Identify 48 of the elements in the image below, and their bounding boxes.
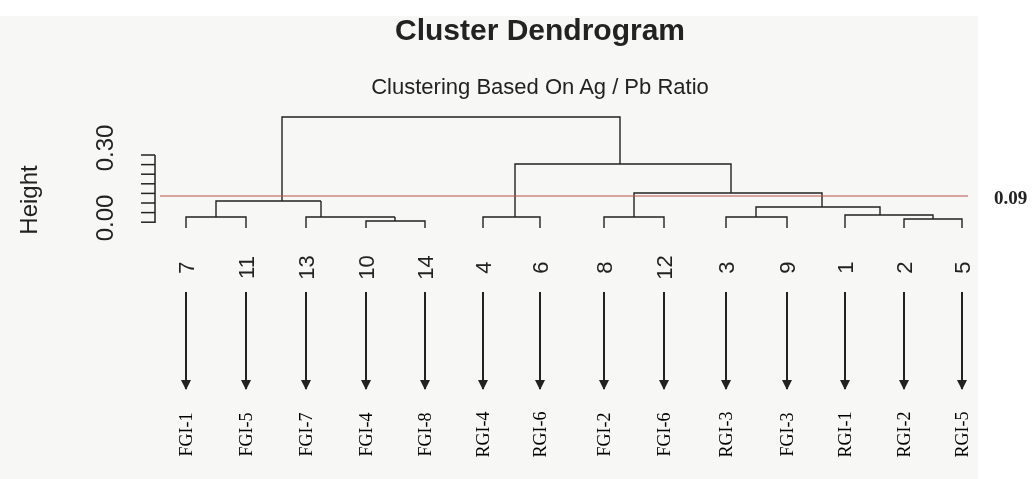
arrow	[899, 291, 909, 390]
sample-label: RGI-5	[950, 411, 973, 457]
sample-label: RGI-2	[892, 411, 915, 457]
chart-title: Cluster Dendrogram	[393, 12, 687, 48]
leaf-label: 7	[172, 260, 200, 274]
leaf-label: 1	[831, 260, 859, 274]
leaf-label: 10	[352, 254, 380, 280]
sample-label: FGI-7	[294, 412, 317, 456]
sample-label: RGI-1	[833, 411, 856, 457]
sample-label: FGI-4	[354, 412, 377, 456]
leaf-label: 13	[292, 254, 320, 280]
arrow	[478, 291, 488, 390]
arrow	[957, 291, 967, 390]
sample-label: FGI-3	[775, 412, 798, 456]
leaf-label: 9	[773, 260, 801, 274]
leaf-label: 5	[948, 260, 976, 274]
leaf-label: 8	[590, 260, 618, 274]
tick-label: 0.30	[90, 124, 119, 172]
arrow	[301, 291, 311, 390]
arrow	[420, 291, 430, 390]
sample-label: FGI-2	[592, 412, 615, 456]
arrow	[721, 291, 731, 390]
leaf-label: 11	[232, 255, 260, 279]
leaf-label: 3	[712, 260, 740, 274]
leaf-label: 14	[411, 254, 439, 280]
axis-title: Height	[14, 165, 43, 235]
cut-height-label: 0.09	[994, 186, 1028, 210]
arrow	[782, 291, 792, 390]
leaf-label: 6	[526, 260, 554, 274]
chart-subtitle: Clustering Based On Ag / Pb Ratio	[370, 73, 710, 101]
arrow	[181, 291, 191, 390]
arrow	[599, 291, 609, 390]
sample-label: FGI-1	[174, 412, 197, 456]
arrow	[241, 291, 251, 390]
sample-label: RGI-6	[528, 411, 551, 457]
arrow	[361, 291, 371, 390]
sample-label: RGI-3	[714, 411, 737, 457]
leaf-label: 4	[469, 260, 497, 274]
sample-label: FGI-5	[234, 412, 257, 456]
tick-label: 0.00	[90, 194, 119, 242]
sample-label: RGI-4	[471, 411, 494, 457]
arrow	[659, 291, 669, 390]
sample-label: FGI-6	[652, 412, 675, 456]
leaf-label: 2	[890, 260, 918, 274]
leaf-label: 12	[650, 254, 678, 280]
arrow	[840, 291, 850, 390]
sample-label: FGI-8	[413, 412, 436, 456]
arrow	[535, 291, 545, 390]
